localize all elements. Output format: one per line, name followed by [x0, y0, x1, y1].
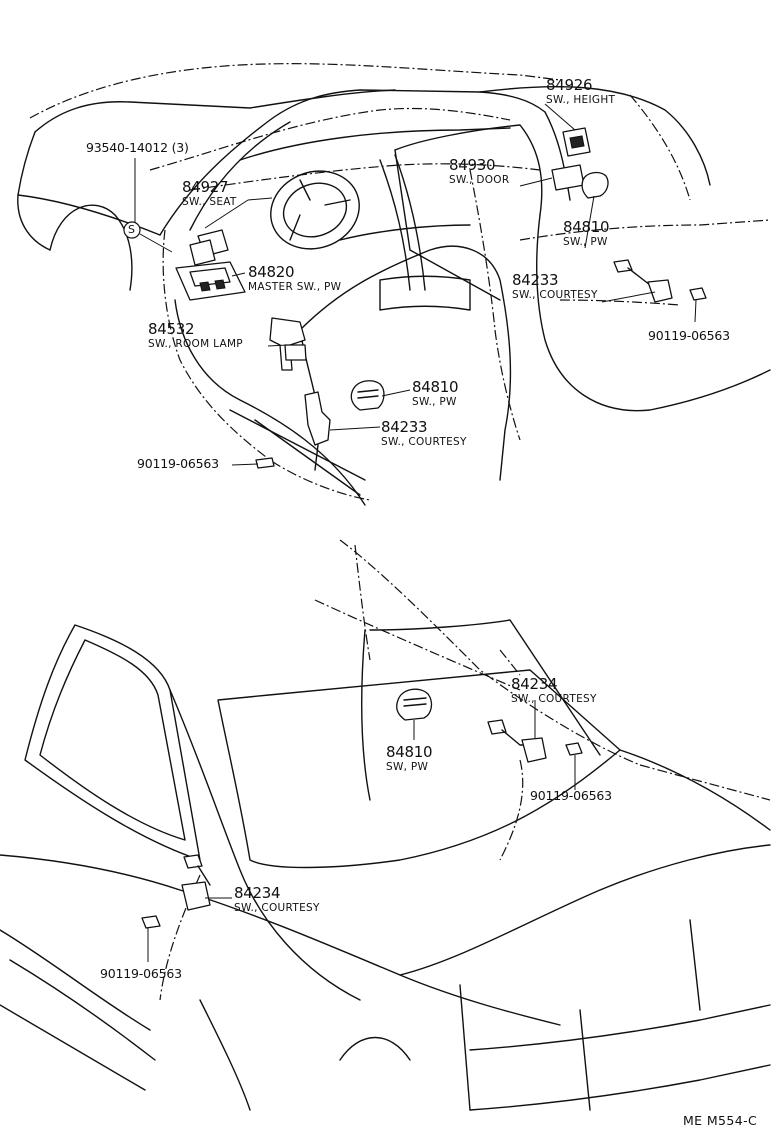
- part-description: SW., DOOR: [449, 174, 510, 186]
- pw-switch-rear-lower-part: [396, 688, 433, 721]
- part-number: 84234: [511, 675, 558, 693]
- callout-pw-switch-rear-top: 84810 SW., PW: [563, 218, 610, 248]
- part-number: 90119-06563: [100, 966, 182, 981]
- part-number: 90119-06563: [648, 328, 730, 343]
- callout-master-switch: 84820 MASTER SW., PW: [248, 265, 341, 293]
- part-description: SW., HEIGHT: [546, 94, 616, 106]
- part-description: SW., COURTESY: [381, 436, 467, 448]
- lower-car-body: [0, 619, 771, 1111]
- part-description: MASTER SW., PW: [248, 281, 342, 293]
- part-number: 84234: [234, 884, 281, 902]
- height-switch-part: [562, 127, 591, 157]
- courtesy-switch-front-part: [304, 391, 331, 471]
- door-switch-part: [551, 164, 609, 199]
- callout-screw-front: 90119-06563: [137, 456, 219, 471]
- part-description: SW., PW: [563, 236, 608, 248]
- callout-pw-switch-front: 84810 SW., PW: [412, 378, 459, 408]
- callout-room-lamp-switch: 84532 SW., ROOM LAMP: [148, 322, 243, 350]
- part-number: 84233: [381, 418, 428, 436]
- callout-courtesy-trunk: 84234 SW., COURTESY: [511, 677, 597, 705]
- callout-door-switch: 84930 SW., DOOR: [449, 158, 509, 186]
- part-number: 84810: [386, 743, 433, 761]
- s-symbol-letter: S: [128, 223, 135, 236]
- part-number: 84820: [248, 263, 295, 281]
- part-description: SW., ROOM LAMP: [148, 338, 243, 350]
- room-lamp-switch-part: [269, 317, 307, 371]
- part-description: SW., COURTESY: [511, 693, 597, 705]
- upper-leaders: [134, 103, 697, 466]
- callout-seat-switch: 84927 SW., SEAT: [182, 180, 237, 208]
- s-symbol: [123, 221, 173, 253]
- part-number: 84233: [512, 271, 559, 289]
- part-number: 84532: [148, 320, 195, 338]
- part-description: SW., COURTESY: [512, 289, 598, 301]
- upper-dash-lines: [29, 63, 771, 501]
- part-number: 90119-06563: [530, 788, 612, 803]
- callout-courtesy-front: 84233 SW., COURTESY: [381, 420, 467, 448]
- callout-screw-trunk: 90119-06563: [530, 788, 612, 803]
- lower-dash-lines: [159, 539, 771, 1001]
- callout-screw-rear-top: 90119-06563: [648, 328, 730, 343]
- part-number: 93540-14012 (3): [86, 140, 189, 155]
- courtesy-switch-trunk-part: [487, 719, 583, 763]
- drawing-code: ME M554-C: [683, 1113, 758, 1128]
- lower-leaders: [147, 700, 576, 962]
- callout-courtesy-lower: 84234 SW., COURTESY: [234, 886, 320, 914]
- part-number: 84810: [563, 218, 610, 236]
- courtesy-switch-rear-top-part: [613, 259, 707, 303]
- callout-pw-switch-rear-lower: 84810 SW, PW: [386, 743, 433, 773]
- part-number: 84927: [182, 178, 229, 196]
- callout-courtesy-rear-top: 84233 SW., COURTESY: [512, 273, 598, 301]
- part-number: 90119-06563: [137, 456, 219, 471]
- callout-screw-lower: 90119-06563: [100, 966, 182, 981]
- part-description: SW., PW: [412, 396, 457, 408]
- part-description: SW., COURTESY: [234, 902, 320, 914]
- callout-bolt: 93540-14012 (3): [86, 140, 189, 155]
- part-number: 84930: [449, 156, 496, 174]
- part-number: 84926: [546, 76, 593, 94]
- part-number: 84810: [412, 378, 459, 396]
- part-description: SW., SEAT: [182, 196, 237, 208]
- upper-car-body: [17, 85, 771, 506]
- pw-switch-front-part: [350, 380, 385, 411]
- courtesy-switch-lower-part: [141, 854, 211, 929]
- seat-switch-part: [189, 229, 229, 266]
- master-switch-part: [175, 261, 246, 301]
- part-description: SW, PW: [386, 761, 429, 773]
- screw-front-part: [255, 457, 275, 469]
- callout-height-switch: 84926 SW., HEIGHT: [546, 78, 615, 106]
